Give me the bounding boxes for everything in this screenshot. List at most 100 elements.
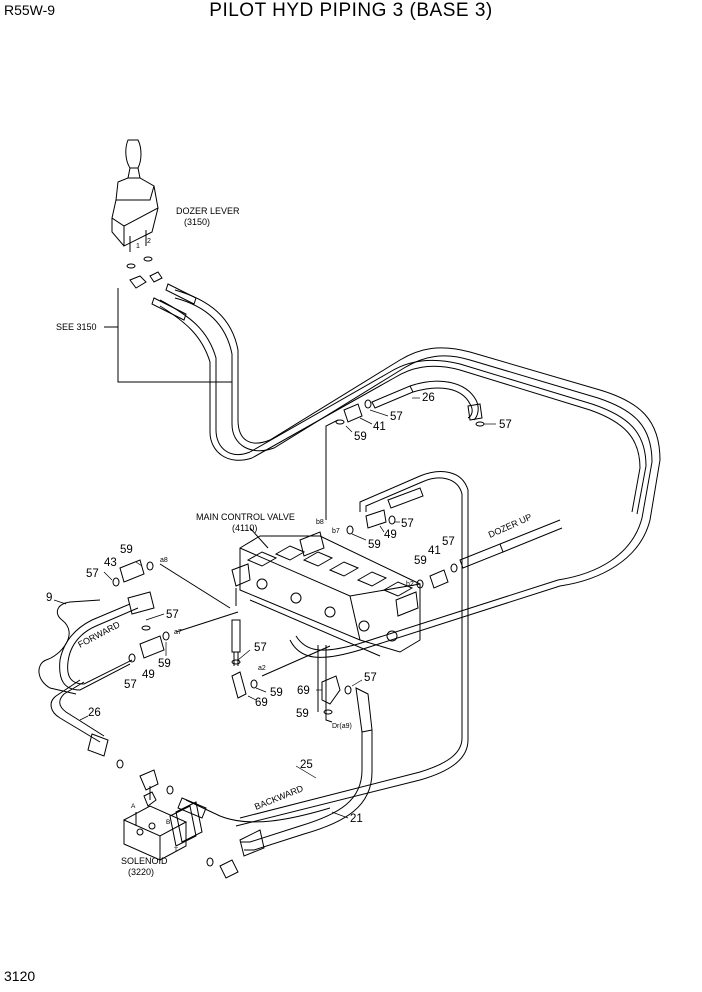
hose-26-left <box>50 679 101 743</box>
part-9: 9 <box>46 592 52 604</box>
hose-21-inner <box>244 730 373 851</box>
dozer-lever-port-1: 1 <box>136 243 140 250</box>
part-59-g: 59 <box>296 708 309 720</box>
model-name: R55W-9 <box>4 2 56 18</box>
port-dr: Dr(a9) <box>332 723 352 730</box>
fitting-49-a7 <box>139 635 165 659</box>
part-26-left: 26 <box>88 707 101 719</box>
oring-59-a7 <box>162 631 170 641</box>
part-57-i: 57 <box>364 672 377 684</box>
port-b7: b7 <box>332 528 340 535</box>
page-number: 3120 <box>4 968 36 984</box>
hose-21-fitting <box>355 687 373 733</box>
part-26-top: 26 <box>422 392 435 404</box>
dozer-lever-port-2: 2 <box>147 238 151 245</box>
part-57-a: 57 <box>390 411 403 423</box>
oring-59-b2 <box>416 579 424 589</box>
a2-hose <box>231 619 241 653</box>
a2-leader <box>261 645 331 677</box>
oring-59-b7 <box>346 525 354 535</box>
dozer-lever-ref: (3150) <box>184 217 210 227</box>
see-3150-label: SEE 3150 <box>56 322 97 332</box>
oring-57-a8 <box>112 577 120 587</box>
part-43: 43 <box>104 557 117 569</box>
part-69-a: 69 <box>255 697 268 709</box>
b7-hose <box>235 471 469 827</box>
hose-9 <box>38 599 101 695</box>
oring-57-a2 <box>231 659 241 665</box>
part-57-f: 57 <box>166 609 179 621</box>
oring-sol-t <box>206 857 214 867</box>
a8-leader <box>159 563 231 609</box>
hose-26-top <box>371 380 483 421</box>
hose-25 <box>185 799 331 823</box>
oring-59-dr <box>323 709 333 715</box>
see-3150-bracket <box>104 288 232 383</box>
dozer-up-hose <box>459 543 504 569</box>
mcv-label: MAIN CONTROL VALVE <box>196 512 295 522</box>
fitting-41-top <box>343 403 363 423</box>
oring-57-a7 <box>141 625 151 631</box>
dozer-up-label: DOZER UP <box>487 512 534 540</box>
hose-26-left-end <box>87 733 109 757</box>
part-57-d: 57 <box>442 536 455 548</box>
part-leaders <box>53 397 496 819</box>
dozer-up-hose-line <box>499 519 563 553</box>
part-59-c: 59 <box>414 555 427 567</box>
solenoid-port-b: B <box>166 819 170 826</box>
part-69-b: 69 <box>297 685 310 697</box>
solenoid-drawing <box>122 786 203 861</box>
oring-57-dr <box>344 685 352 695</box>
port-b8: b8 <box>316 519 324 526</box>
forward-hose-end <box>127 591 155 615</box>
solenoid-ref: (3220) <box>128 867 154 877</box>
port-b2: b2 <box>406 581 414 588</box>
fitting-49-b7 <box>365 509 387 529</box>
hose-21-end <box>239 829 265 857</box>
fitting-41-b2 <box>429 569 449 589</box>
port-a8: a8 <box>160 557 168 564</box>
oring-57-b2 <box>450 563 458 573</box>
dozer-lever-drawing <box>111 139 163 289</box>
oring-sol-b <box>166 785 174 795</box>
dozer-lever-label: DOZER LEVER <box>176 206 240 216</box>
part-49-a: 49 <box>384 529 397 541</box>
hose-9-forward <box>59 603 131 691</box>
oring-sol-a <box>116 759 124 769</box>
oring-57-top <box>364 399 372 409</box>
oring-59-a2 <box>250 679 258 689</box>
part-57-c: 57 <box>401 518 414 530</box>
elbow-solenoid-a <box>139 769 159 791</box>
part-59-f: 59 <box>270 687 283 699</box>
main-control-valve-drawing <box>231 531 421 657</box>
hose-26-left-inner <box>59 681 105 737</box>
part-41-b: 41 <box>428 545 441 557</box>
fitting-69-dr <box>321 675 341 705</box>
fitting-43 <box>119 559 145 583</box>
part-59-d: 59 <box>120 544 133 556</box>
oring-59-top <box>335 419 345 425</box>
oring-59-a8 <box>146 561 154 571</box>
solenoid-port-t: T <box>174 847 178 854</box>
part-57-h: 57 <box>254 642 267 654</box>
part-59-b: 59 <box>368 539 381 551</box>
b7-hose-inner <box>239 477 463 819</box>
part-41-a: 41 <box>373 421 386 433</box>
part-57-b: 57 <box>499 419 512 431</box>
b8-leader <box>325 419 339 520</box>
a7-leader <box>175 611 239 633</box>
page-title: PILOT HYD PIPING 3 (BASE 3) <box>209 0 493 21</box>
dozer-lever-hoses <box>151 283 661 658</box>
part-59-e: 59 <box>158 658 171 670</box>
solenoid-port-a: A <box>131 803 136 810</box>
part-59-a: 59 <box>354 431 367 443</box>
fitting-69-a2 <box>231 671 247 699</box>
oring-57-right <box>475 421 485 427</box>
part-57-e: 57 <box>86 568 99 580</box>
solenoid-label: SOLENOID <box>121 856 168 866</box>
port-a7: a7 <box>174 629 182 636</box>
oring-57-b7 <box>388 515 396 525</box>
part-49-b: 49 <box>142 669 155 681</box>
part-57-g: 57 <box>124 679 137 691</box>
